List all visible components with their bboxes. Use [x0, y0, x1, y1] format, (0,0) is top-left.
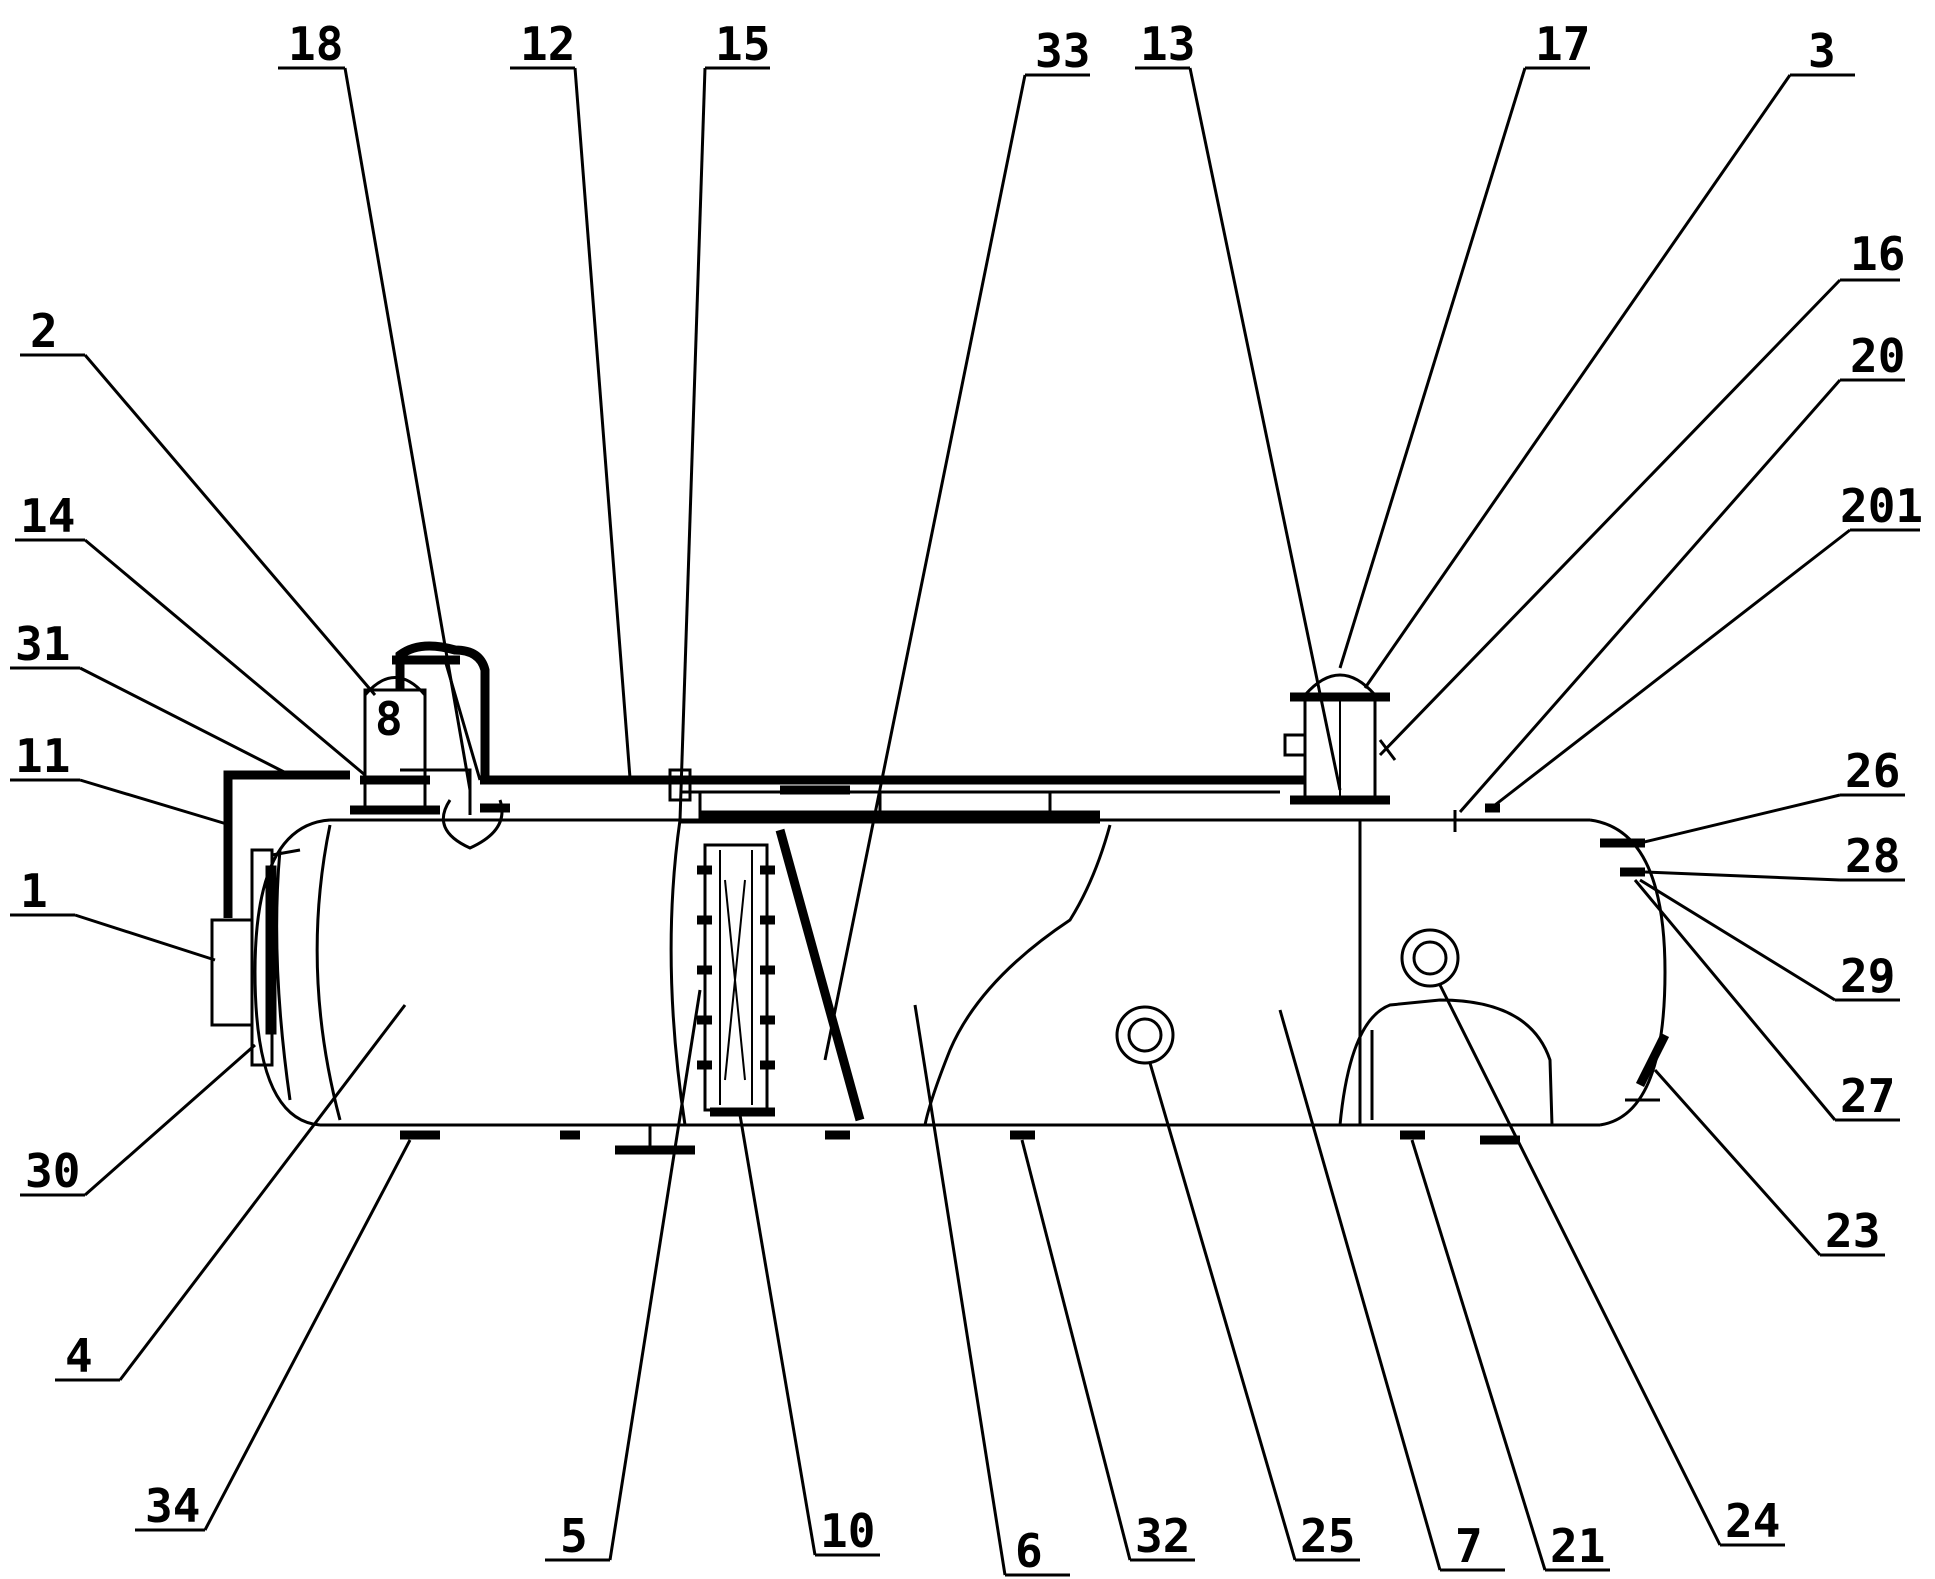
label-1: 1	[20, 864, 48, 918]
label-27: 27	[1840, 1069, 1895, 1123]
left-equipment	[210, 770, 350, 1067]
label-5: 5	[560, 1509, 588, 1563]
label-10: 10	[820, 1504, 875, 1558]
bottom-supports	[400, 1125, 1520, 1155]
label-21: 21	[1550, 1519, 1605, 1573]
label-13: 13	[1140, 17, 1195, 71]
label-16: 16	[1850, 227, 1905, 281]
label-30: 30	[25, 1144, 80, 1198]
leader-lines	[10, 66, 1920, 1577]
vessel-body	[253, 818, 1667, 1127]
label-28: 28	[1845, 829, 1900, 883]
gauge-mark-left: 8	[375, 692, 403, 746]
label-31: 31	[15, 617, 70, 671]
label-34: 34	[145, 1479, 200, 1533]
label-24: 24	[1725, 1494, 1780, 1548]
vessel-partitions	[669, 819, 1554, 1126]
label-26: 26	[1845, 744, 1900, 798]
label-7: 7	[1455, 1519, 1483, 1573]
label-20: 20	[1850, 329, 1905, 383]
label-17: 17	[1535, 17, 1590, 71]
filter-nozzles	[697, 865, 775, 1070]
label-23: 23	[1825, 1204, 1880, 1258]
label-4: 4	[65, 1329, 93, 1383]
label-12: 12	[520, 17, 575, 71]
label-14: 14	[20, 489, 75, 543]
top-pipework	[400, 768, 1280, 850]
left-separator: 8	[350, 641, 490, 815]
label-3: 3	[1808, 24, 1836, 78]
label-33: 33	[1035, 24, 1090, 78]
right-separator	[1280, 673, 1397, 805]
label-201: 201	[1840, 479, 1923, 533]
manholes	[1115, 928, 1460, 1065]
label-18: 18	[288, 17, 343, 71]
label-11: 11	[15, 729, 70, 783]
part-labels: 18 12 15 33 13 17 3 16 20 201 2 14 31 11…	[15, 17, 1923, 1578]
label-25: 25	[1300, 1509, 1355, 1563]
label-15: 15	[715, 17, 770, 71]
filter-module	[697, 843, 775, 1117]
label-2: 2	[30, 304, 58, 358]
right-fittings	[1453, 803, 1670, 1102]
label-29: 29	[1840, 949, 1895, 1003]
label-6: 6	[1015, 1524, 1043, 1578]
label-32: 32	[1135, 1509, 1190, 1563]
